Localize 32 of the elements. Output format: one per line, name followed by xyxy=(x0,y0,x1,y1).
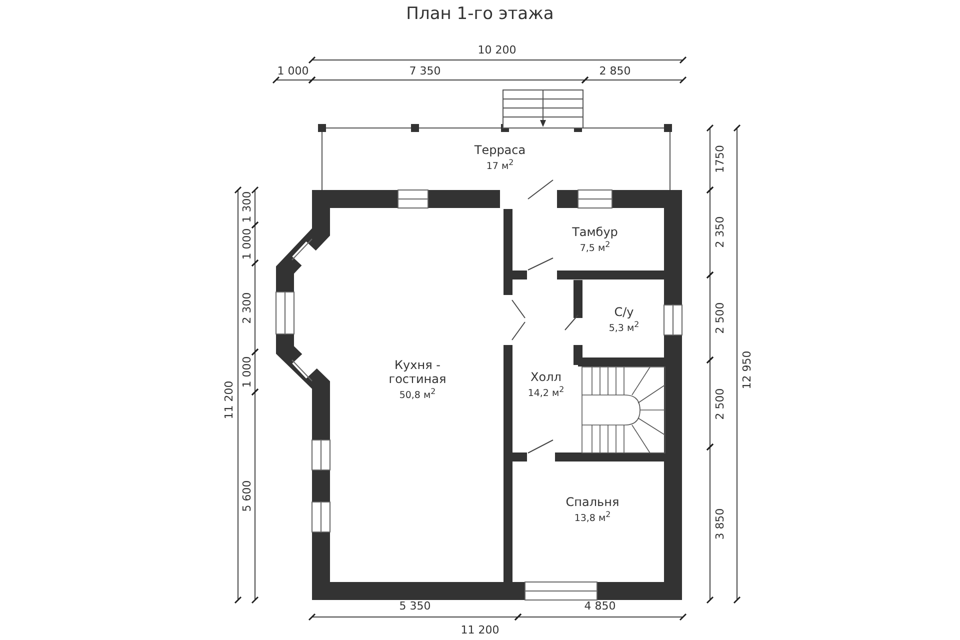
room-area: 17 м$^{2}$ xyxy=(486,156,514,174)
dimension-label: 2 350 xyxy=(714,216,726,248)
room-name: Холл xyxy=(530,370,562,384)
room-area: 7,5 м$^{2}$ xyxy=(580,238,610,256)
dimension-label: 5 600 xyxy=(240,480,254,512)
dimension-label: 4 850 xyxy=(584,600,616,612)
dimension-label: 2 500 xyxy=(714,302,726,334)
dimension-label: 7 350 xyxy=(409,64,441,78)
dimension-label: 2 850 xyxy=(599,64,631,78)
room-area: 13,8 м$^{2}$ xyxy=(574,508,611,526)
room-area: 5,3 м$^{2}$ xyxy=(608,318,640,336)
dimension-label: 1 000 xyxy=(277,64,309,78)
dimension-label: 12 950 xyxy=(740,350,754,390)
dimension-label: 11 200 xyxy=(222,380,236,420)
dimension-label: 1 300 xyxy=(240,191,254,223)
dimension-label: 1 000 xyxy=(240,356,254,388)
room-name: Кухня - гостиная xyxy=(388,358,448,386)
dimension-label: 2 300 xyxy=(240,292,254,324)
room-area: 14,2 м$^{2}$ xyxy=(528,384,564,400)
dimension-label: 10 200 xyxy=(478,44,516,56)
dimension-label: 5 350 xyxy=(399,600,431,612)
room-name: С/у xyxy=(614,304,634,319)
room-area: 50,8 м$^{2}$ xyxy=(399,386,436,402)
dimension-label: 1 000 xyxy=(240,228,254,260)
dimension-label: 3 850 xyxy=(714,508,726,540)
dimension-label: 1750 xyxy=(714,145,726,173)
plan-title: План 1-го этажа xyxy=(406,4,554,24)
room-name: Терраса xyxy=(474,142,526,157)
room-name: Спальня xyxy=(566,494,620,509)
dimension-label: 11 200 xyxy=(460,624,500,636)
room-name: Тамбур xyxy=(572,224,618,239)
dimension-label: 2 500 xyxy=(714,388,726,420)
